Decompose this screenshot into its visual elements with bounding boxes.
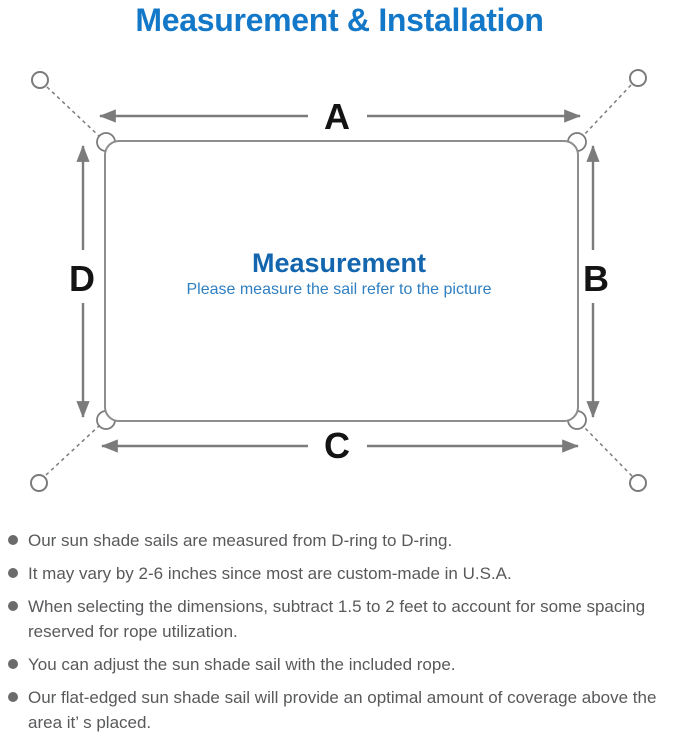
dimension-label-a: A xyxy=(324,96,350,137)
anchor-ring-icon-top-right xyxy=(629,69,647,87)
sail-outline xyxy=(104,140,579,422)
bullet-dot-icon xyxy=(8,692,18,702)
list-item: You can adjust the sun shade sail with t… xyxy=(8,652,673,677)
corner-rope-lines xyxy=(45,84,633,477)
rope-line-bottom-right xyxy=(581,424,633,477)
list-item-text: It may vary by 2-6 inches since most are… xyxy=(28,564,512,583)
anchor-ring-icon-bottom-right xyxy=(629,474,647,492)
list-item: It may vary by 2-6 inches since most are… xyxy=(8,561,673,586)
bullet-dot-icon xyxy=(8,535,18,545)
diagram-center-heading: Measurement xyxy=(252,248,426,278)
anchor-ring-icon-top-left xyxy=(31,71,49,89)
bullet-dot-icon xyxy=(8,659,18,669)
dimension-label-b: B xyxy=(583,258,609,299)
sail-diagram-canvas: A B C D Measurement Please measure the s… xyxy=(30,69,647,492)
rope-line-top-right xyxy=(581,84,632,138)
anchor-rings xyxy=(30,69,647,492)
rope-line-top-left xyxy=(46,86,101,138)
instruction-list: Our sun shade sails are measured from D-… xyxy=(0,528,679,735)
list-item: When selecting the dimensions, subtract … xyxy=(8,594,673,644)
bullet-dot-icon xyxy=(8,568,18,578)
dimension-label-c: C xyxy=(324,425,350,466)
dimension-arrows xyxy=(76,109,600,453)
list-item-text: You can adjust the sun shade sail with t… xyxy=(28,655,456,674)
rope-line-bottom-left xyxy=(45,424,101,476)
anchor-ring-icon-bottom-left xyxy=(30,474,48,492)
dimension-label-d: D xyxy=(69,258,95,299)
page-title: Measurement & Installation xyxy=(135,2,544,38)
list-item-text: Our sun shade sails are measured from D-… xyxy=(28,531,453,550)
list-item: Our flat-edged sun shade sail will provi… xyxy=(8,685,673,735)
measurement-diagram: A B C D Measurement Please measure the s… xyxy=(0,45,679,525)
list-item-text: Our flat-edged sun shade sail will provi… xyxy=(28,688,657,732)
bullet-dot-icon xyxy=(8,601,18,611)
list-item: Our sun shade sails are measured from D-… xyxy=(8,528,673,553)
diagram-center-subtitle: Please measure the sail refer to the pic… xyxy=(186,281,491,298)
list-item-text: When selecting the dimensions, subtract … xyxy=(28,597,646,641)
